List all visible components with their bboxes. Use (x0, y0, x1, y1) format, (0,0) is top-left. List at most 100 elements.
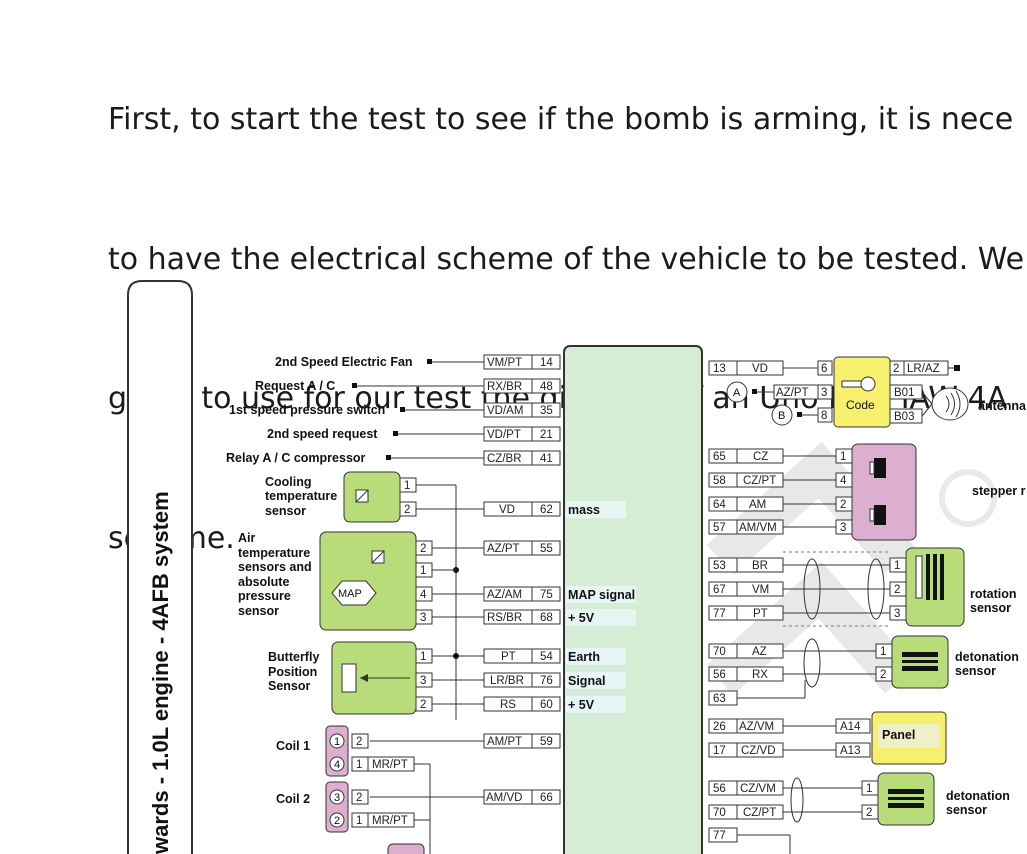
pin-number: 3 (894, 608, 900, 620)
wire-code: BR (752, 560, 768, 572)
pin-number: 1 (866, 783, 872, 795)
pin-number: 1 (420, 651, 426, 663)
wire-code: VM (752, 584, 769, 596)
air-label-4: absolute (238, 575, 289, 589)
air-label-3: sensors and (238, 560, 312, 574)
coil-label: Coil 1 (276, 739, 310, 753)
ecu-signal: Earth (568, 650, 600, 664)
pin-number: 4 (840, 475, 847, 487)
pin-number: 2 (894, 584, 900, 596)
pin-number: 64 (713, 499, 726, 511)
pin-number: 2 (840, 499, 846, 511)
coil-terminal: 1 (334, 736, 340, 748)
pin-number: 2 (420, 699, 426, 711)
rotation-label-1: rotation (970, 587, 1017, 601)
pin-number: 41 (540, 453, 553, 465)
wire-code: VD/AM (487, 405, 523, 417)
pin-number: 60 (540, 699, 553, 711)
air-label-5: pressure (238, 589, 291, 603)
wire-code: RX/BR (487, 381, 522, 393)
left-signal-row: 2nd speed request VD/PT 21 (267, 426, 561, 442)
map-label: MAP (338, 588, 362, 600)
connector-b-label: B (778, 410, 785, 422)
ecu-right-row: 77 (708, 827, 791, 854)
wire-code: AZ/AM (487, 589, 522, 601)
wire-code: VD (752, 363, 768, 375)
coil-terminal: 2 (334, 815, 340, 827)
pin-number: 3 (420, 612, 426, 624)
pin-number: 53 (713, 560, 726, 572)
pin-number: A14 (840, 721, 861, 733)
pin-number: A13 (840, 745, 860, 757)
ecu-pin-row: RS/BR 68 + 5V (432, 609, 636, 626)
pin-number: 3 (420, 675, 426, 687)
title-tab (127, 280, 193, 854)
coil-1: Coil 1 1 4 2 1 MR/PT (276, 725, 415, 777)
wire-code: VD/PT (487, 429, 521, 441)
ecu-right-row: 63 (708, 690, 805, 706)
coil-terminal: 3 (334, 792, 340, 804)
wire-code: CZ/PT (743, 807, 776, 819)
diagram-title: wards - 1.0L engine - 4AFB system (148, 491, 173, 854)
ecu-signal: + 5V (568, 611, 595, 625)
wire-code: RS/BR (487, 612, 522, 624)
butterfly-label-1: Butterfly (268, 650, 319, 664)
instrument-panel: A14 A13 Panel (835, 711, 947, 765)
pin-number: 65 (713, 451, 726, 463)
ecu-right-row: 64 AM (708, 496, 836, 512)
coil-label: Coil 2 (276, 792, 310, 806)
ecu-signal: + 5V (568, 698, 595, 712)
wire-code: AZ/PT (776, 387, 809, 399)
wire-code: LR/BR (490, 675, 524, 687)
pin-number: 68 (540, 612, 553, 624)
air-label-2: temperature (238, 546, 310, 560)
intro-line-2: to have the electrical scheme of the veh… (108, 241, 1025, 277)
pin-number: 2 (880, 669, 886, 681)
signal-label: Request A / C (255, 379, 335, 393)
wire-code: AM/PT (487, 736, 522, 748)
pin-number: 55 (540, 543, 553, 555)
pin-number: 1 (840, 451, 846, 463)
signal-label: 2nd Speed Electric Fan (275, 355, 413, 369)
key-icon (841, 376, 876, 392)
coil-terminal: 4 (334, 759, 340, 771)
detonation-sensor-1: 1 2 detonation sensor (875, 635, 1019, 689)
pin-number: 3 (821, 387, 827, 399)
wire-code: MR/PT (372, 759, 408, 771)
left-signal-row: 2nd Speed Electric Fan VM/PT 14 (275, 354, 561, 370)
wire-code: CZ/PT (743, 475, 776, 487)
panel-label: Panel (882, 728, 915, 742)
detonation-label-1: detonation (955, 650, 1019, 664)
wire-code: AZ/VM (739, 721, 774, 733)
pin-number: 35 (540, 405, 553, 417)
antenna-label: antenna (978, 399, 1027, 413)
wire-code: AM (749, 499, 766, 511)
signal-label: 1st speed pressure switch (229, 403, 385, 417)
pin-number: 66 (540, 792, 553, 804)
pin-number: 2 (404, 504, 410, 516)
pin-number: 1 (404, 480, 410, 492)
pin-number: 4 (420, 589, 427, 601)
wire-code: VD (499, 504, 515, 516)
pin-number: 17 (713, 745, 726, 757)
wire-code: LR/AZ (907, 363, 940, 375)
antenna-icon (931, 387, 969, 421)
left-signals: 2nd Speed Electric Fan VM/PT 14 Request … (226, 354, 561, 466)
pin-number: 1 (356, 815, 362, 827)
coil-2: Coil 2 3 2 2 1 MR/PT (276, 763, 431, 854)
wire-code: AZ (752, 646, 767, 658)
immobilizer-code-block: A AZ/PT 3 B 8 6 Code 2 LR/AZ B01 B03 ant… (726, 356, 1027, 428)
wire-code: RX (752, 669, 768, 681)
